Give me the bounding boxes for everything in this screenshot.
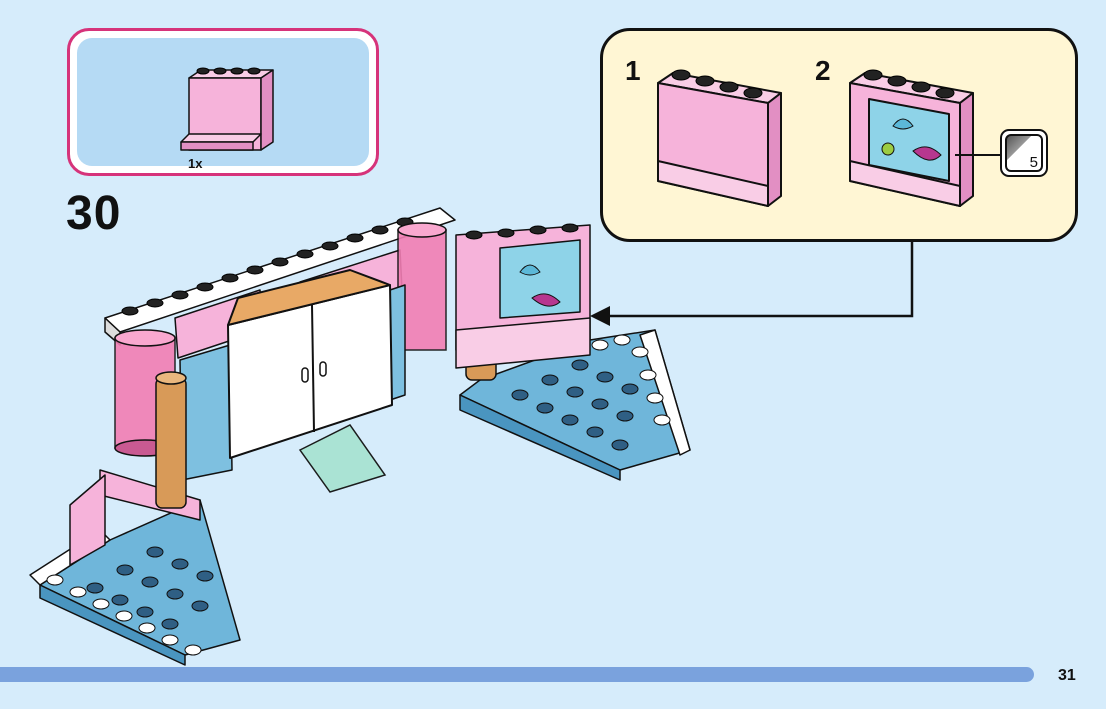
sub-step-2-number: 2 <box>815 55 831 86</box>
sticker-reference: 5 <box>1000 129 1048 177</box>
panel-brick-part-illustration <box>180 67 274 151</box>
sticker-number: 5 <box>1029 154 1038 171</box>
arrow-head-icon <box>590 306 610 326</box>
sub-step-1-number: 1 <box>625 55 641 86</box>
page-footer-bar <box>0 667 1034 682</box>
parts-list-inner: 1x <box>77 38 369 171</box>
sticker-icon <box>1005 134 1043 172</box>
page-number: 31 <box>1058 667 1076 684</box>
step-number: 30 <box>66 187 122 240</box>
parts-list-box: 1x <box>67 28 379 176</box>
sub-assembly-illustration <box>657 69 1000 207</box>
sub-assembly-callout: 1 2 <box>600 28 1078 242</box>
part-quantity: 1x <box>188 156 203 171</box>
callout-arrow-line <box>608 242 914 318</box>
